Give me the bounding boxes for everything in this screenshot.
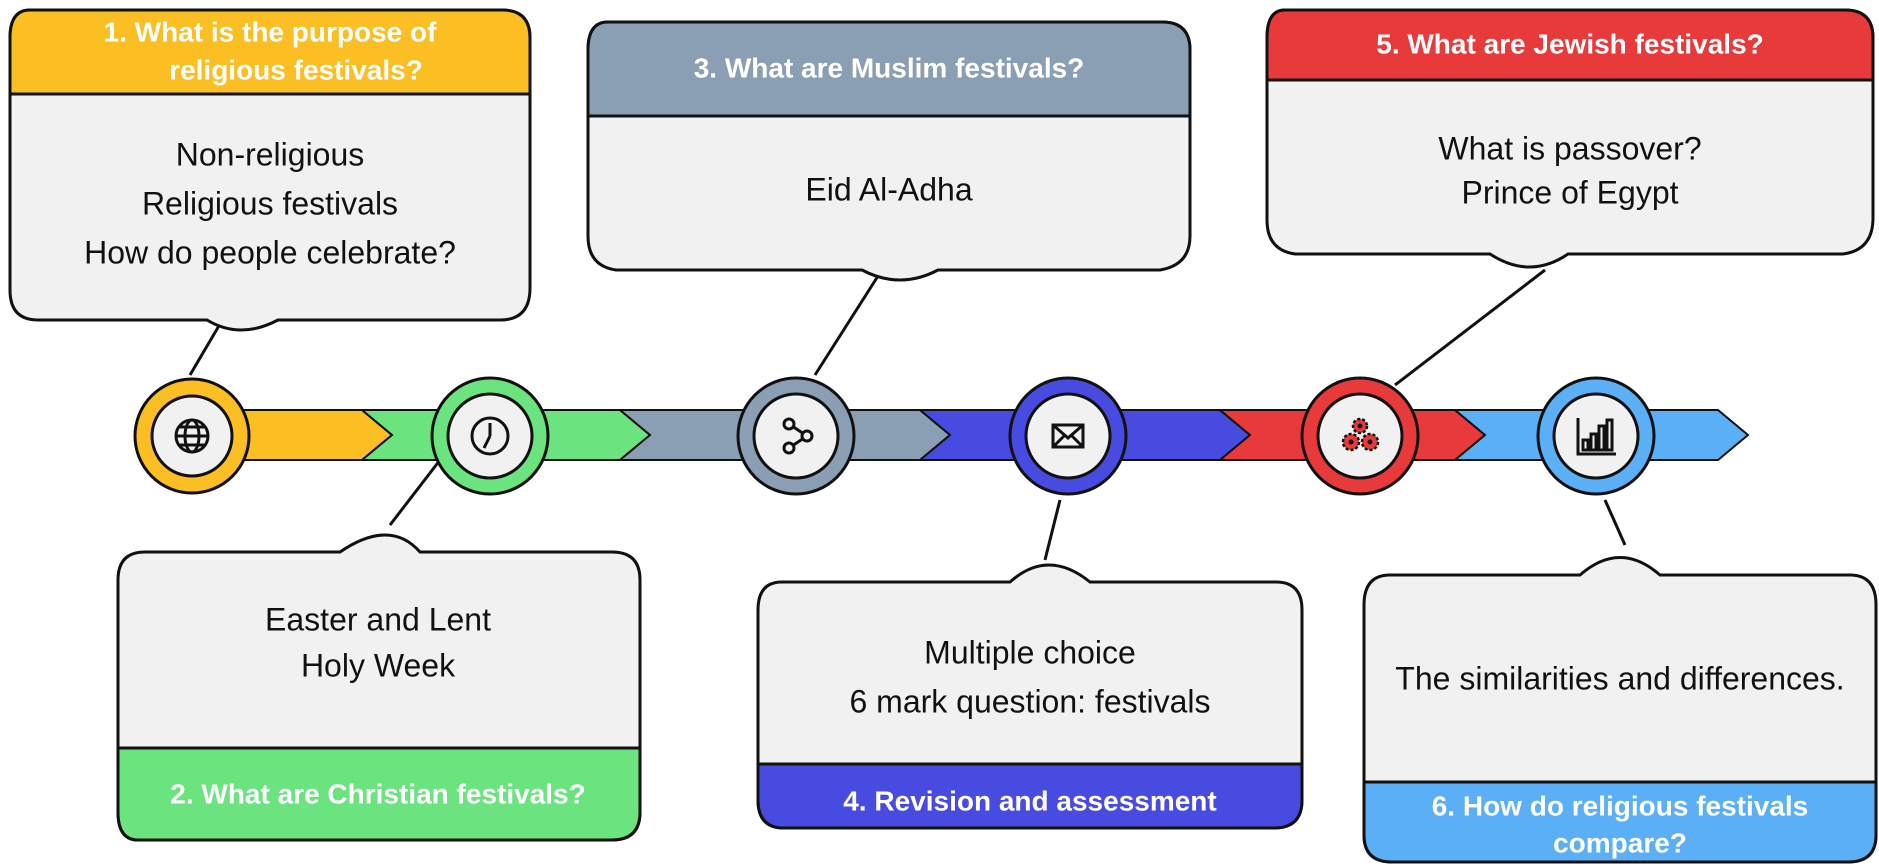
card-text-line-2: 6 mark question: festivals: [849, 683, 1210, 719]
timeline-node-2[interactable]: [430, 376, 550, 496]
timeline-node-5[interactable]: [1300, 376, 1420, 496]
card-step-1[interactable]: 1. What is the purpose of religious fest…: [8, 8, 532, 332]
card-header: [8, 8, 532, 96]
card-text-line-3: How do people celebrate?: [84, 234, 456, 270]
card-text-line-2: Holy Week: [301, 647, 456, 683]
timeline-node-3[interactable]: [736, 376, 856, 496]
globe-icon: [174, 418, 210, 454]
card-text-line-2: Religious festivals: [142, 185, 398, 221]
card-text-line-1: Non-religious: [176, 136, 365, 172]
card-footer: [116, 746, 642, 842]
connector-6: [1603, 499, 1627, 546]
bar-chart-icon: [1576, 418, 1616, 456]
card-step-3[interactable]: 3. What are Muslim festivals? Eid Al-Adh…: [586, 20, 1192, 282]
card-step-2[interactable]: Easter and Lent Holy Week 2. What are Ch…: [116, 533, 642, 842]
card-header: [1265, 8, 1875, 82]
gears-icon: [1341, 417, 1380, 452]
connector-3: [813, 264, 887, 376]
card-footer: [1362, 780, 1878, 864]
card-title-line-2: compare?: [1553, 827, 1687, 858]
node-inner: [752, 392, 840, 480]
card-text-line-1: Multiple choice: [924, 634, 1136, 670]
card-text-line-1: Easter and Lent: [265, 601, 491, 637]
card-step-5[interactable]: 5. What are Jewish festivals? What is pa…: [1265, 8, 1875, 269]
card-title-line-2: religious festivals?: [169, 54, 423, 85]
card-title-line-1: 1. What is the purpose of: [104, 16, 438, 47]
connector-2: [388, 459, 442, 526]
timeline-node-4[interactable]: [1008, 376, 1128, 496]
card-footer: [756, 762, 1304, 830]
timeline-node-1[interactable]: [133, 377, 251, 495]
node-inner: [1316, 392, 1404, 480]
card-step-4[interactable]: Multiple choice 6 mark question: festiva…: [756, 563, 1304, 830]
node-inner: [1024, 392, 1112, 480]
card-header: [586, 20, 1192, 118]
card-text-line-1: The similarities and differences.: [1395, 660, 1844, 696]
card-step-6[interactable]: The similarities and differences. 6. How…: [1362, 556, 1878, 864]
envelope-icon: [1051, 423, 1085, 449]
connector-5: [1394, 268, 1546, 387]
timeline-node-6[interactable]: [1536, 376, 1656, 496]
card-text-line-1: Eid Al-Adha: [805, 171, 972, 207]
connector-4: [1043, 499, 1062, 561]
share-icon: [782, 417, 814, 455]
card-text-line-1: What is passover?: [1438, 130, 1701, 166]
clock-icon: [470, 416, 510, 456]
card-text-line-2: Prince of Egypt: [1462, 174, 1679, 210]
card-title-line-1: 5. What are Jewish festivals?: [1376, 28, 1764, 59]
card-title-line-1: 6. How do religious festivals: [1432, 790, 1809, 821]
card-title-line-1: 2. What are Christian festivals?: [170, 778, 585, 809]
card-title-line-1: 4. Revision and assessment: [843, 785, 1217, 816]
card-title-line-1: 3. What are Muslim festivals?: [694, 52, 1085, 83]
